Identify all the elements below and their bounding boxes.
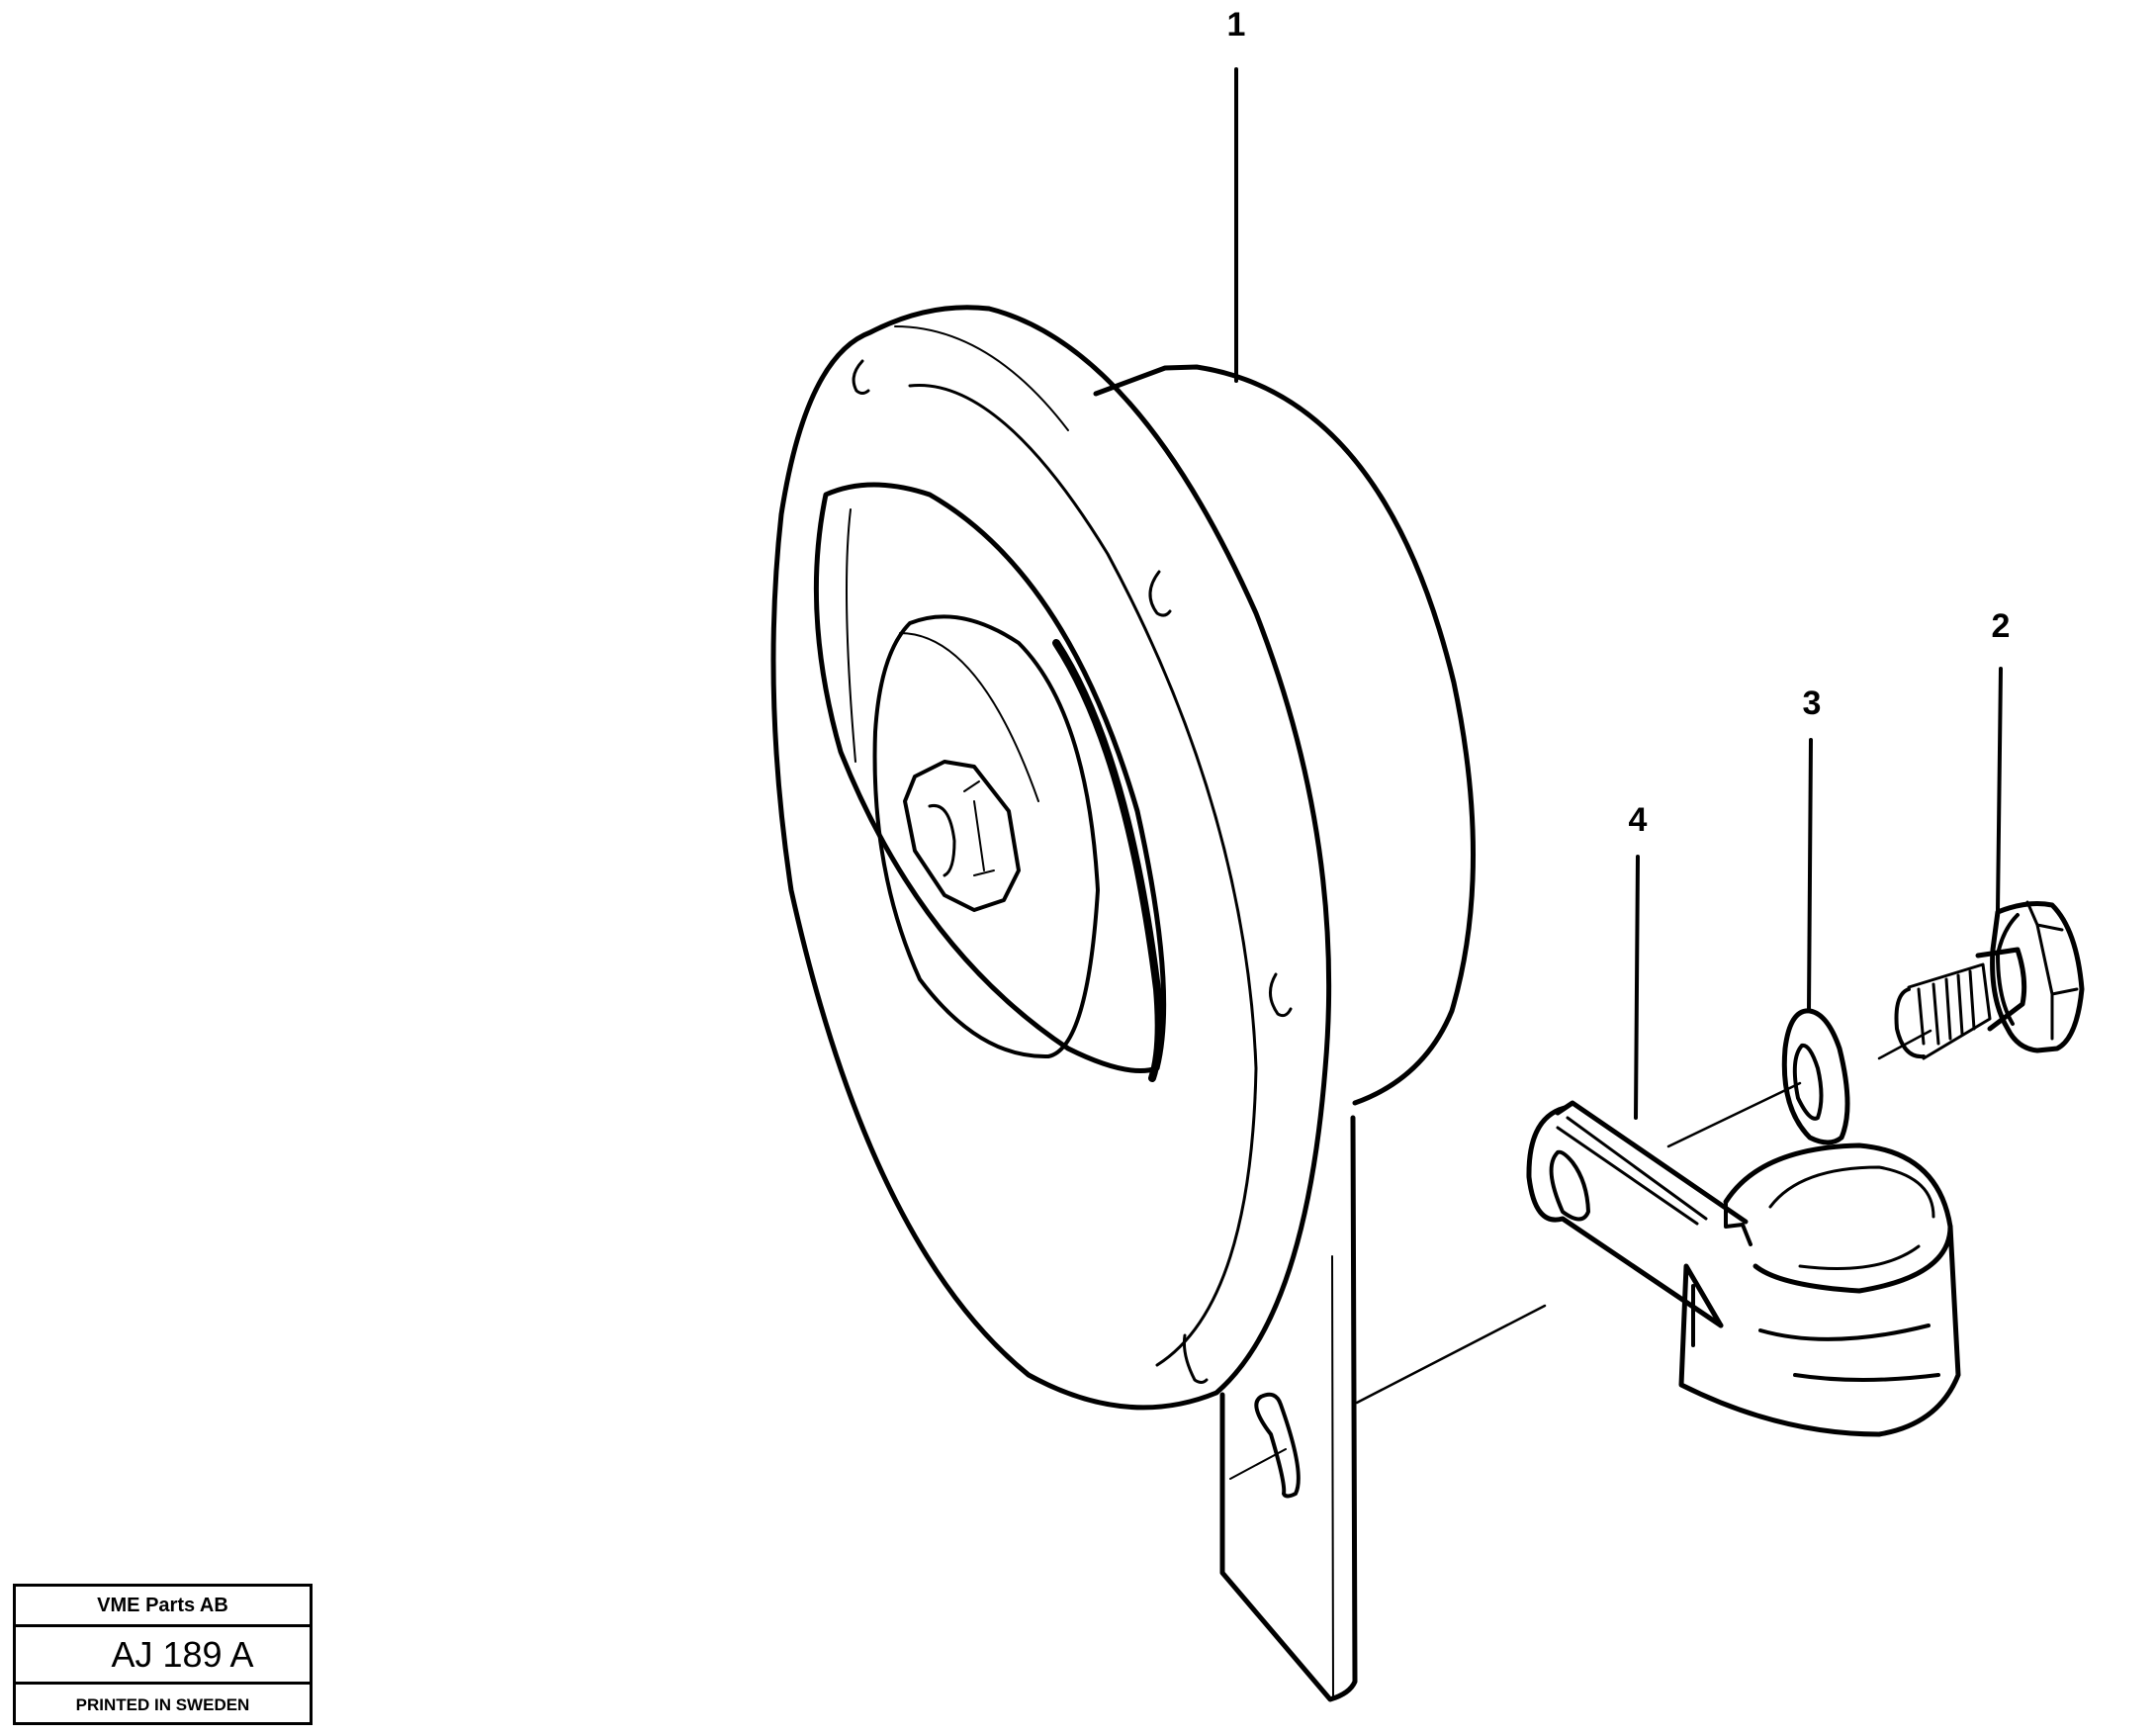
clamp-ring-top: [1723, 1142, 1953, 1294]
title-block: VME Parts AB AJ 189 A PRINTED IN SWEDEN: [13, 1584, 313, 1725]
washer-outer: [1781, 1008, 1850, 1145]
leader-line-2: [1996, 667, 2003, 912]
bolt-tip: [1894, 987, 1926, 1059]
assembly-axis-line: [1355, 1304, 1547, 1405]
horn-diaphragm-highlight: [899, 632, 1039, 802]
horn-flange-hole: [1269, 972, 1293, 1018]
leader-line-4: [1634, 855, 1640, 1120]
leader-lines: [1234, 67, 2003, 1120]
callout-4: 4: [1628, 801, 1648, 839]
horn-center-nut: [903, 760, 1021, 912]
horn-dome-inner-rim: [846, 508, 856, 763]
bolt-shank: [1975, 947, 2027, 1032]
callout-2: 2: [1991, 607, 2011, 645]
washer-part: [1781, 1008, 1850, 1145]
bolt-thread-lines: [1917, 969, 1976, 1046]
title-block-company: VME Parts AB: [16, 1587, 310, 1627]
title-block-footer: PRINTED IN SWEDEN: [75, 1694, 250, 1714]
clamp-ring-inner: [1768, 1165, 1935, 1270]
horn-nut-facet: [963, 780, 995, 876]
horn-outer-flange: [770, 305, 1332, 1411]
clamp-tab-ridge: [1556, 1116, 1708, 1226]
clamp-ring-groove: [1691, 1284, 1940, 1382]
bolt-axis-line: [1229, 1448, 1287, 1480]
horn-flange-hole: [852, 359, 870, 395]
bracket-plate: [1219, 1115, 1358, 1702]
leader-line-3: [1807, 738, 1813, 1013]
horn-flange-rim-line: [894, 325, 1069, 431]
horn-flange-hole: [1148, 570, 1172, 617]
horn-mounting-bracket: [1219, 1115, 1358, 1702]
clamp-tab-top: [1555, 1100, 1749, 1225]
clamp-tab-hole: [1549, 1149, 1590, 1222]
horn-flange-inner-edge: [908, 383, 1258, 1367]
assembly-axis-line-2: [1666, 1081, 1802, 1148]
horn-diaphragm: [872, 614, 1100, 1059]
clamp-part: [1526, 1100, 1961, 1437]
bolt-head: [1990, 901, 2085, 1053]
bracket-edge: [1331, 1255, 1334, 1697]
callout-1: 1: [1226, 6, 1246, 44]
clamp-tab: [1526, 1105, 1724, 1328]
bolt-part: [1894, 900, 2085, 1060]
clamp-block: [1724, 1200, 1752, 1246]
horn-nut-hole: [928, 803, 956, 877]
clamp-ring-side: [1678, 1224, 1961, 1437]
washer-inner: [1792, 1043, 1824, 1121]
bolt-head-facets: [2025, 900, 2079, 1041]
horn-flange-hole: [1183, 1333, 1209, 1384]
callout-3: 3: [1802, 685, 1822, 722]
horn-dome-groove: [1052, 639, 1163, 1082]
horn-back-cup: [1093, 364, 1476, 1106]
horn-part: [770, 305, 1476, 1411]
bracket-hole: [1254, 1392, 1301, 1499]
bolt-thread: [1907, 962, 1992, 1060]
title-block-drawing-number: AJ 189 A: [16, 1627, 310, 1685]
